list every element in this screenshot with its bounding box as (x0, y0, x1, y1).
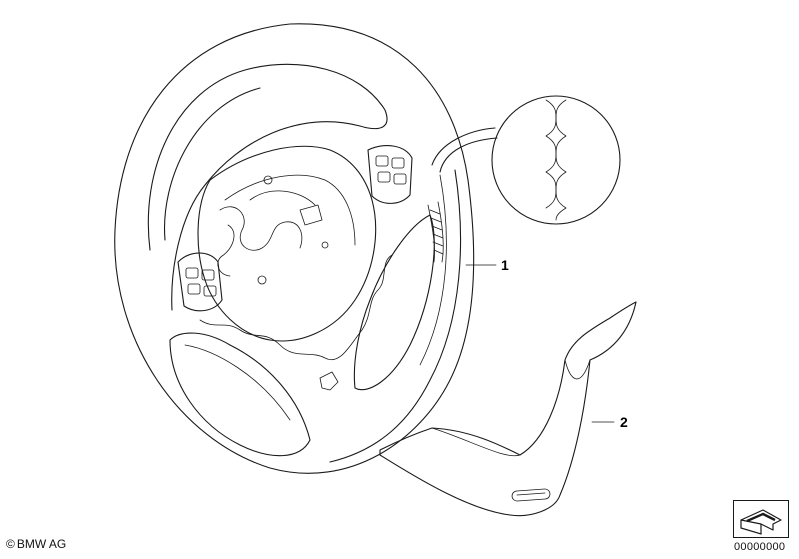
steering-wheel[interactable] (114, 23, 475, 474)
trim-cover[interactable] (379, 301, 637, 517)
copyright-text: BMW AG (16, 537, 67, 551)
diagram-number: 00000000 (734, 541, 786, 553)
copyright-symbol: © (6, 537, 15, 551)
callout-2[interactable]: 2 (620, 414, 628, 430)
stitching-detail-circle (431, 95, 621, 225)
copyright-label: ©BMW AG (6, 537, 66, 551)
view-orientation-arrow-icon[interactable] (733, 500, 789, 538)
callout-1[interactable]: 1 (501, 257, 509, 273)
